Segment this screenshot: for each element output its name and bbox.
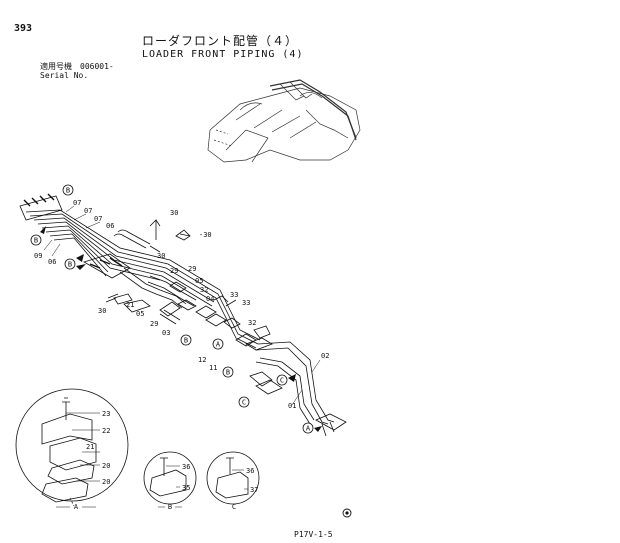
view-marker-c [238, 374, 288, 408]
detail-view-c [206, 451, 260, 505]
callout-11: 11 [209, 364, 217, 372]
view-marker-b-label: B [66, 187, 70, 195]
page-number: 393 [14, 23, 33, 34]
detail-a-title: A [74, 503, 79, 511]
view-marker-b-label: B [226, 369, 230, 377]
callout-07: 07 [84, 207, 92, 215]
callout-29: 29 [150, 320, 158, 328]
callout-07: 07 [73, 199, 81, 207]
view-marker-a-label: A [216, 341, 221, 349]
title-english: LOADER FRONT PIPING (4) [142, 49, 304, 60]
callout-06: 06 [48, 258, 56, 266]
callout-05: 05 [195, 277, 203, 285]
callout-23: 23 [102, 410, 110, 418]
callout-20: 20 [102, 462, 110, 470]
manufacturer-logo-icon [342, 508, 352, 518]
callout-leaders [43, 205, 321, 490]
callout-37: 37 [250, 486, 258, 494]
callout-21: 21 [86, 443, 94, 451]
callout-12: 12 [198, 356, 206, 364]
callout-33: 33 [230, 291, 238, 299]
callout-22: 22 [102, 427, 110, 435]
marker-arrows [40, 226, 322, 432]
view-marker-b [30, 184, 234, 378]
callout-30: 30 [170, 209, 178, 217]
callout-07: 07 [94, 215, 102, 223]
view-marker-b-label: B [184, 337, 188, 345]
detail-c-title: C [232, 503, 236, 511]
callout-36: 36 [182, 463, 190, 471]
detail-view-b [143, 451, 197, 505]
serial-applicability-jp: 適用号機 006001- [40, 62, 114, 71]
callout-09: 09 [34, 252, 42, 260]
hose-bundle [19, 193, 347, 437]
title-japanese: ローダフロント配管（４） [142, 34, 299, 48]
callout-32: 32 [248, 319, 256, 327]
callout-30: -30 [199, 231, 212, 239]
view-marker-a-label: A [306, 425, 311, 433]
serial-applicability-en: Serial No. [40, 71, 89, 80]
callout-21: 21 [126, 301, 134, 309]
callout-29: 29 [170, 267, 178, 275]
machine-reference-sketch [207, 79, 361, 163]
callout-29: 29 [188, 265, 196, 273]
view-marker-c-label: C [280, 377, 284, 385]
callout-04: 04 [206, 295, 214, 303]
callout-35: 35 [182, 484, 190, 492]
page-code: P17V-1-5 [294, 530, 333, 539]
detail-view-a [15, 388, 129, 507]
view-marker-a [212, 338, 314, 434]
callout-32: 32 [200, 286, 208, 294]
callout-03: 03 [162, 329, 170, 337]
view-marker-b-label: B [34, 237, 38, 245]
callout-05: 05 [136, 310, 144, 318]
callout-01: 01 [288, 402, 296, 410]
callout-36: 36 [246, 467, 254, 475]
callout-06: 06 [106, 222, 114, 230]
callout-30: 30 [98, 307, 106, 315]
callout-33: 33 [242, 299, 250, 307]
detail-b-title: B [168, 503, 172, 511]
callout-30: 30 [157, 252, 165, 260]
callout-20: 20 [102, 478, 110, 486]
view-marker-c-label: C [242, 399, 246, 407]
view-marker-b-label: B [68, 261, 72, 269]
callout-02: 02 [321, 352, 329, 360]
